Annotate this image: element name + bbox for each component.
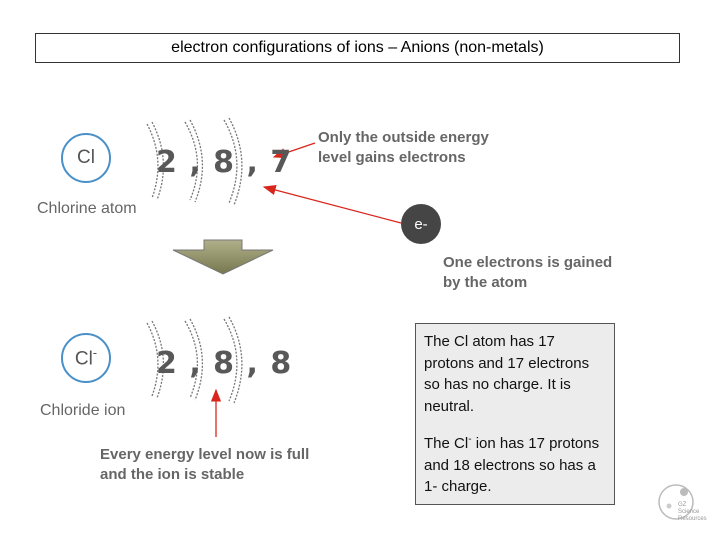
atom-label: Chlorine atom (37, 200, 137, 217)
atom-symbol: Cl (77, 147, 95, 168)
down-arrow (172, 239, 274, 275)
arrow-outer-level (272, 142, 316, 159)
info-box: The Cl atom has 17 protons and 17 electr… (415, 323, 615, 505)
chlorine-atom-circle: Cl (61, 133, 111, 183)
info-ion-text: The Cl- ion has 17 protons and 18 electr… (424, 434, 600, 495)
annotation-full-level: Every energy level now is full and the i… (100, 446, 310, 483)
logo-text: GZ Science Resources (678, 502, 707, 522)
gz-science-logo: GZ Science Resources (652, 480, 707, 530)
annotation-outer-level: Only the outside energy level gains elec… (318, 129, 489, 166)
annotation-electron-gained: One electrons is gained by the atom (443, 254, 613, 291)
atom-configuration: 2 , 8 , 7 (156, 145, 293, 180)
ion-symbol: Cl- (74, 345, 98, 370)
atom-shells (146, 117, 243, 206)
electron-icon: e- (401, 204, 441, 244)
ion-configuration: 2 , 8 , 8 (156, 346, 293, 381)
ion-charge: - (92, 345, 98, 361)
arrow-electron (262, 184, 402, 224)
info-atom-text: The Cl atom has 17 protons and 17 electr… (424, 333, 590, 415)
chloride-ion-circle: Cl- (61, 333, 111, 383)
page-title: electron configurations of ions – Anions… (35, 33, 680, 63)
ion-shells (146, 316, 243, 404)
ion-label: Chloride ion (40, 402, 126, 419)
